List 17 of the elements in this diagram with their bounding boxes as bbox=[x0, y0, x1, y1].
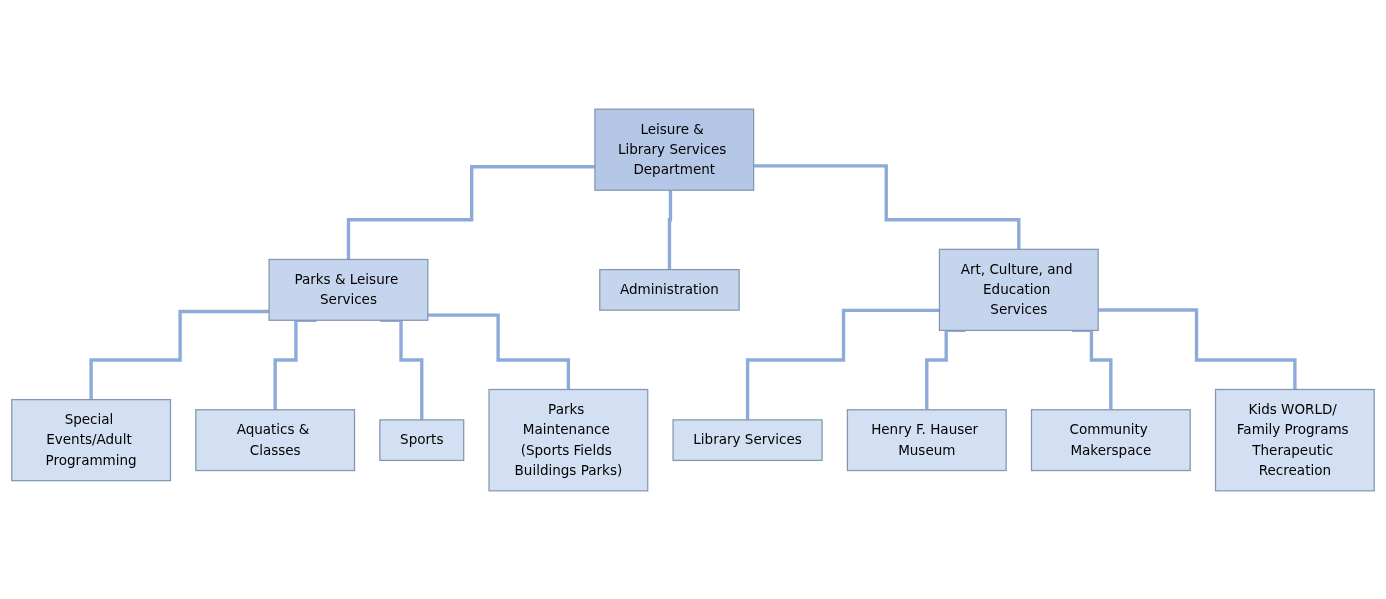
connector bbox=[273, 318, 317, 411]
connector bbox=[925, 328, 966, 411]
node-box: Art, Culture, and Education Services bbox=[938, 248, 1099, 331]
node-box: Aquatics & Classes bbox=[195, 408, 356, 471]
node-box: Administration bbox=[599, 268, 740, 311]
node-box: Parks & Leisure Services bbox=[268, 258, 429, 321]
node-box: Henry F. Hauser Museum bbox=[846, 408, 1007, 471]
node-box: Community Makerspace bbox=[1030, 408, 1191, 471]
node-box: Library Services bbox=[672, 418, 823, 461]
node-box: Leisure & Library Services Department bbox=[594, 108, 755, 191]
node-box: Special Events/Adult Programming bbox=[11, 398, 172, 481]
node-box: Parks Maintenance (Sports Fields Buildings Parks) bbox=[488, 388, 649, 491]
node-box: Sports bbox=[379, 418, 465, 461]
connector bbox=[667, 188, 673, 271]
node-box: Kids WORLD/ Family Programs Therapeutic Recreation bbox=[1214, 388, 1375, 491]
connector bbox=[89, 309, 270, 401]
connector bbox=[1072, 328, 1113, 411]
